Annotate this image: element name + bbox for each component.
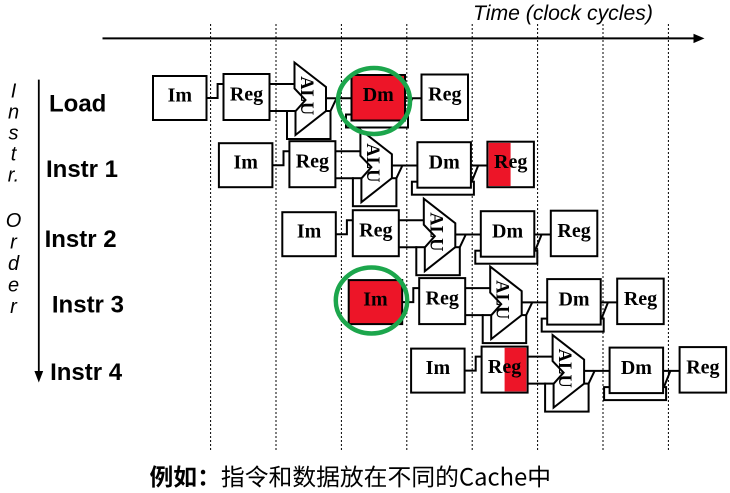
reg-label: Reg — [426, 288, 459, 310]
row-instr4: Im Reg ALU Dm Reg — [410, 333, 728, 413]
time-axis-arrowhead — [693, 33, 705, 44]
row-label-instr1: Instr 1 — [46, 156, 118, 183]
alu-label: ALU — [362, 143, 382, 182]
im-label: Im — [363, 289, 388, 311]
row-label-instr3: Instr 3 — [52, 292, 124, 319]
wire-alu-stub — [458, 234, 467, 248]
im-box — [152, 75, 208, 121]
alu-label: ALU — [554, 349, 574, 388]
wire-dm-stub — [600, 302, 609, 319]
order-letter-order-2: d — [8, 253, 20, 275]
row-load: Im Reg ALU Dm Reg — [152, 60, 469, 140]
order-letter-instr-2: s — [9, 123, 19, 145]
order-letter-instr-0: I — [11, 81, 17, 103]
reg2-label: Reg — [624, 288, 657, 310]
im-box — [281, 211, 337, 258]
order-letter-instr-4: r. — [8, 165, 19, 187]
row-instr2: Im Reg ALU Dm Reg — [281, 196, 599, 277]
caption-lead: 例如： — [149, 469, 220, 493]
order-letter-order-0: O — [6, 210, 22, 232]
reg-label: Reg — [296, 151, 329, 173]
reg2-label: Reg — [494, 151, 527, 173]
wire-alu-stub — [587, 370, 596, 385]
alu-label: ALU — [425, 212, 445, 251]
reg-box — [288, 140, 337, 189]
im-label: Im — [168, 85, 193, 107]
wire-im-reg — [206, 83, 224, 99]
reg2-half-red — [488, 142, 511, 186]
alu-label: ALU — [492, 280, 512, 319]
caption: 例如：指令和数据放在不同的Cache中 — [149, 462, 551, 493]
time-axis-label: Time (clock cycles) — [473, 2, 653, 25]
caption-glyphs — [150, 465, 549, 488]
alu-shape — [293, 60, 327, 138]
reg2-box — [420, 73, 469, 121]
reg-box — [351, 209, 400, 258]
dm-box — [350, 74, 406, 122]
row-instr3: Im Reg ALU Dm Reg — [347, 264, 665, 345]
wire-im-reg — [272, 150, 290, 167]
hazard-circle-load-dm — [335, 65, 413, 137]
wire-alu-stub — [329, 97, 338, 112]
reg2-box — [678, 346, 728, 394]
time-axis: Time (clock cycles) — [102, 2, 705, 44]
row-instr1: Im Reg ALU Dm Reg — [217, 127, 535, 208]
reg2-label: Reg — [557, 220, 590, 242]
im-label: Im — [297, 221, 322, 243]
alu-label: ALU — [296, 76, 316, 115]
row-label-instr4: Instr 4 — [50, 359, 123, 386]
caption-body: 指令和数据放在不同的Cache中 — [220, 469, 551, 493]
order-letter-instr-3: t — [11, 144, 18, 166]
wire-dm-stub — [470, 165, 480, 182]
reg2-box — [549, 209, 599, 258]
reg-label: Reg — [230, 84, 263, 106]
order-letter-order-4: r — [10, 296, 18, 318]
reg2-label: Reg — [686, 356, 719, 378]
im-box — [217, 142, 274, 189]
im-label: Im — [233, 152, 258, 174]
reg-half-red — [504, 347, 527, 392]
order-letter-order-3: e — [8, 275, 19, 297]
dm-box — [608, 346, 665, 395]
alu-shape — [422, 196, 457, 274]
order-letter-order-1: r — [10, 232, 18, 254]
row-label-instr2: Instr 2 — [45, 226, 117, 253]
wire-im-reg — [335, 219, 353, 236]
wire-dm-stub — [663, 370, 672, 387]
reg2-box — [616, 277, 665, 326]
order-axis-arrowhead — [34, 371, 44, 383]
wire-alu-stub — [395, 165, 404, 179]
dm-label: Dm — [492, 220, 523, 242]
order-letter-instr-1: n — [8, 102, 19, 124]
wire-alu-stub — [525, 301, 534, 316]
wire-dm-stub — [534, 234, 543, 251]
alu-shape — [359, 127, 393, 205]
reg-box — [418, 277, 467, 326]
cycle-gridlines — [210, 24, 669, 450]
alu-shape — [551, 333, 586, 410]
dm-box — [479, 210, 536, 258]
reg-label: Reg — [359, 220, 392, 242]
dm-label: Dm — [558, 288, 589, 310]
im-box — [347, 279, 404, 326]
wire-im-reg — [464, 355, 482, 372]
dm-label: Dm — [621, 357, 652, 379]
row-label-load: Load — [49, 90, 106, 117]
im-label: Im — [426, 357, 451, 379]
alu-shape — [489, 264, 523, 342]
reg-label: Reg — [488, 356, 521, 378]
reg2-label: Reg — [428, 84, 461, 106]
im-box — [410, 347, 466, 394]
dm-label: Dm — [429, 151, 460, 173]
dm-box — [416, 141, 472, 189]
reg-box — [222, 73, 271, 121]
dm-label: Dm — [363, 84, 394, 106]
hazard-circle-instr3-im — [333, 265, 410, 336]
dm-box — [546, 278, 602, 326]
